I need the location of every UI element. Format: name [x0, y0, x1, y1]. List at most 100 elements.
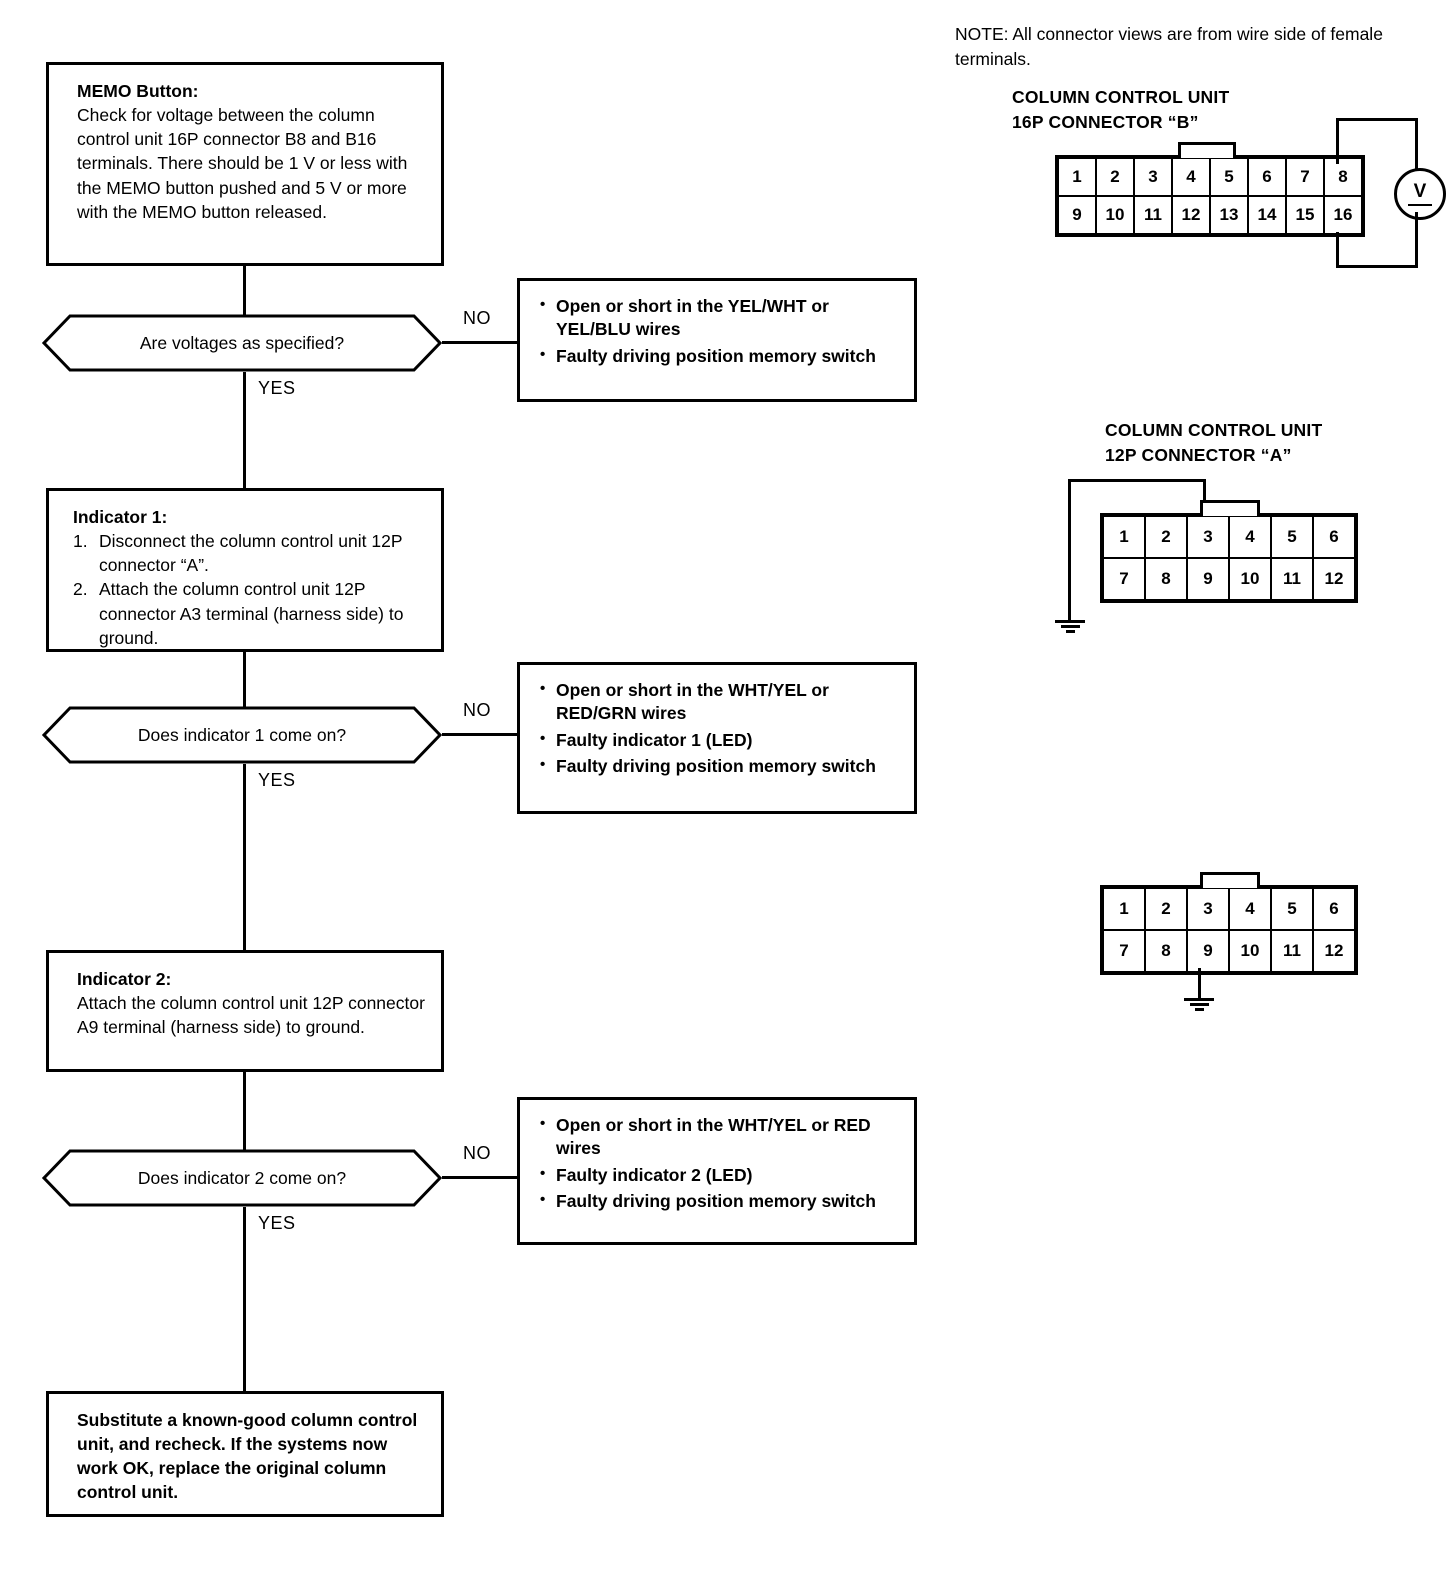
flow-label-no-3: NO	[463, 1143, 491, 1163]
step-indicator-1-num-1: 2.	[73, 579, 88, 600]
pin-cell: 14	[1247, 195, 1287, 236]
result-3-item-0: Open or short in the WHT/YEL or RED wire…	[556, 1115, 871, 1159]
connector-a-pin-grid: 1 2 3 4 5 6 7 8 9 10 11 12	[1100, 513, 1358, 603]
list-item: • Open or short in the WHT/YEL or RED/GR…	[540, 679, 900, 726]
table-row: 1 2 3 4 5 6	[1101, 514, 1357, 559]
voltmeter-dc-bar	[1408, 204, 1432, 206]
list-item: • Faulty driving position memory switch	[540, 345, 900, 368]
pin-cell: 10	[1095, 195, 1135, 236]
pin-cell: 4	[1228, 886, 1272, 931]
decision3-label: Does indicator 2 come on?	[137, 1167, 347, 1188]
connector-view-note: NOTE: All connector views are from wire …	[955, 24, 1383, 69]
voltmeter-wire-right-top	[1415, 118, 1418, 172]
connector-a2-ground-symbol	[1184, 996, 1214, 1011]
pin-cell: 10	[1228, 557, 1272, 602]
connector-b-16p: 1 2 3 4 5 6 7 8 9 10 11 12 13 14 15 16	[1055, 142, 1365, 237]
bullet-icon: •	[540, 345, 546, 363]
connector-a2-pin-grid: 1 2 3 4 5 6 7 8 9 10 11 12	[1100, 885, 1358, 975]
pin-cell: 5	[1270, 514, 1314, 559]
voltmeter-icon: V	[1394, 168, 1446, 220]
pin-cell: 4	[1171, 156, 1211, 197]
decision-hexagon-shape	[42, 314, 442, 372]
table-row: 1 2 3 4 5 6 7 8	[1056, 156, 1364, 197]
bullet-icon: •	[540, 296, 546, 313]
step-indicator-1-num-0: 1.	[73, 531, 88, 552]
pin-cell: 6	[1312, 886, 1357, 931]
flow-label-yes-2: YES	[258, 770, 296, 790]
pin-cell: 7	[1101, 557, 1146, 602]
pin-cell: 7	[1285, 156, 1325, 197]
flow-label-no-2: NO	[463, 700, 491, 720]
pin-cell: 2	[1144, 514, 1188, 559]
ground-bar-2	[1189, 1003, 1209, 1006]
step-indicator-1-text-0: Disconnect the column control unit 12P c…	[99, 531, 403, 576]
list-item: • Faulty driving position memory switch	[540, 1190, 900, 1213]
connector-b-caption-line2: 16P CONNECTOR “B”	[1012, 111, 1199, 132]
pin-cell: 15	[1285, 195, 1325, 236]
pin-cell: 12	[1312, 929, 1357, 974]
voltmeter-wire-bottom-horizontal	[1336, 265, 1418, 268]
pin-cell: 8	[1144, 557, 1188, 602]
step-memo-button-body: Check for voltage between the column con…	[77, 105, 408, 222]
pin-cell: 7	[1101, 929, 1146, 974]
pin-cell: 13	[1209, 195, 1249, 236]
connector-a-ground-lead-vertical	[1068, 479, 1071, 620]
flow-line-decision2-no	[442, 733, 520, 736]
step-indicator-1-list: 1. Disconnect the column control unit 12…	[73, 529, 425, 650]
result-3-item-1: Faulty indicator 2 (LED)	[556, 1164, 753, 1185]
flow-line-decision3-no	[442, 1176, 520, 1179]
pin-cell: 11	[1133, 195, 1173, 236]
bullet-icon: •	[540, 1191, 546, 1209]
voltmeter-wire-right-bottom	[1415, 212, 1418, 268]
pin-cell: 2	[1095, 156, 1135, 197]
list-item: • Faulty indicator 1 (LED)	[540, 729, 900, 752]
result-3-item-2: Faulty driving position memory switch	[556, 1191, 876, 1212]
step-indicator-2-box: Indicator 2: Attach the column control u…	[46, 950, 444, 1072]
voltmeter-wire-pin16-vertical	[1336, 232, 1339, 268]
result-1-list: • Open or short in the YEL/WHT or YEL/BL…	[540, 295, 900, 368]
result-1-item-0: Open or short in the YEL/WHT or YEL/BLU …	[556, 296, 829, 340]
pin-cell: 5	[1270, 886, 1314, 931]
decision1-label: Are voltages as specified?	[139, 332, 345, 353]
flow-label-no-1: NO	[463, 308, 491, 328]
connector-a-ground-lead-down-from-pin3	[1203, 479, 1206, 513]
pin-cell: 11	[1270, 557, 1314, 602]
pin-cell: 9	[1186, 929, 1230, 974]
flow-line-step2-to-decision2	[243, 652, 246, 707]
ground-bar-3	[1065, 630, 1075, 633]
list-item: • Open or short in the YEL/WHT or YEL/BL…	[540, 295, 900, 342]
pin-cell: 9	[1056, 195, 1097, 236]
decision2-label: Does indicator 1 come on?	[137, 724, 347, 745]
table-row: 9 10 11 12 13 14 15 16	[1056, 195, 1364, 236]
list-item: • Faulty indicator 2 (LED)	[540, 1164, 900, 1187]
connector-a2-12p: 1 2 3 4 5 6 7 8 9 10 11 12	[1100, 872, 1358, 975]
step-indicator-1-title: Indicator 1:	[73, 507, 168, 527]
pin-cell: 3	[1133, 156, 1173, 197]
pin-cell: 3	[1186, 514, 1230, 559]
bullet-icon: •	[540, 1164, 546, 1182]
flow-line-decision2-yes	[243, 764, 246, 950]
pin-cell: 8	[1323, 156, 1364, 197]
decision-are-voltages-as-specified: Are voltages as specified?	[42, 314, 442, 372]
flow-label-yes-1: YES	[258, 378, 296, 398]
decision-does-indicator-1-come-on: Does indicator 1 come on?	[42, 706, 442, 764]
connector-b-latch-tab	[1178, 142, 1236, 158]
flow-line-decision1-yes	[243, 372, 246, 490]
step-indicator-2-title: Indicator 2:	[77, 969, 172, 989]
ground-bar-1	[1184, 998, 1214, 1001]
pin-cell: 12	[1312, 557, 1357, 602]
pin-cell: 3	[1186, 886, 1230, 931]
bullet-icon: •	[540, 756, 546, 774]
connector-b-caption-line1: COLUMN CONTROL UNIT	[1012, 87, 1230, 107]
step-memo-button-box: MEMO Button: Check for voltage between t…	[46, 62, 444, 266]
step-indicator-1-text-1: Attach the column control unit 12P conne…	[99, 579, 404, 648]
pin-cell: 1	[1101, 514, 1146, 559]
ground-bar-3	[1194, 1008, 1204, 1011]
decision-does-indicator-2-come-on: Does indicator 2 come on?	[42, 1149, 442, 1207]
pin-cell: 1	[1056, 156, 1097, 197]
pin-cell: 11	[1270, 929, 1314, 974]
connector-a-caption-line1: COLUMN CONTROL UNIT	[1105, 420, 1323, 440]
result-box-1: • Open or short in the YEL/WHT or YEL/BL…	[517, 278, 917, 402]
table-row: 7 8 9 10 11 12	[1101, 557, 1357, 602]
